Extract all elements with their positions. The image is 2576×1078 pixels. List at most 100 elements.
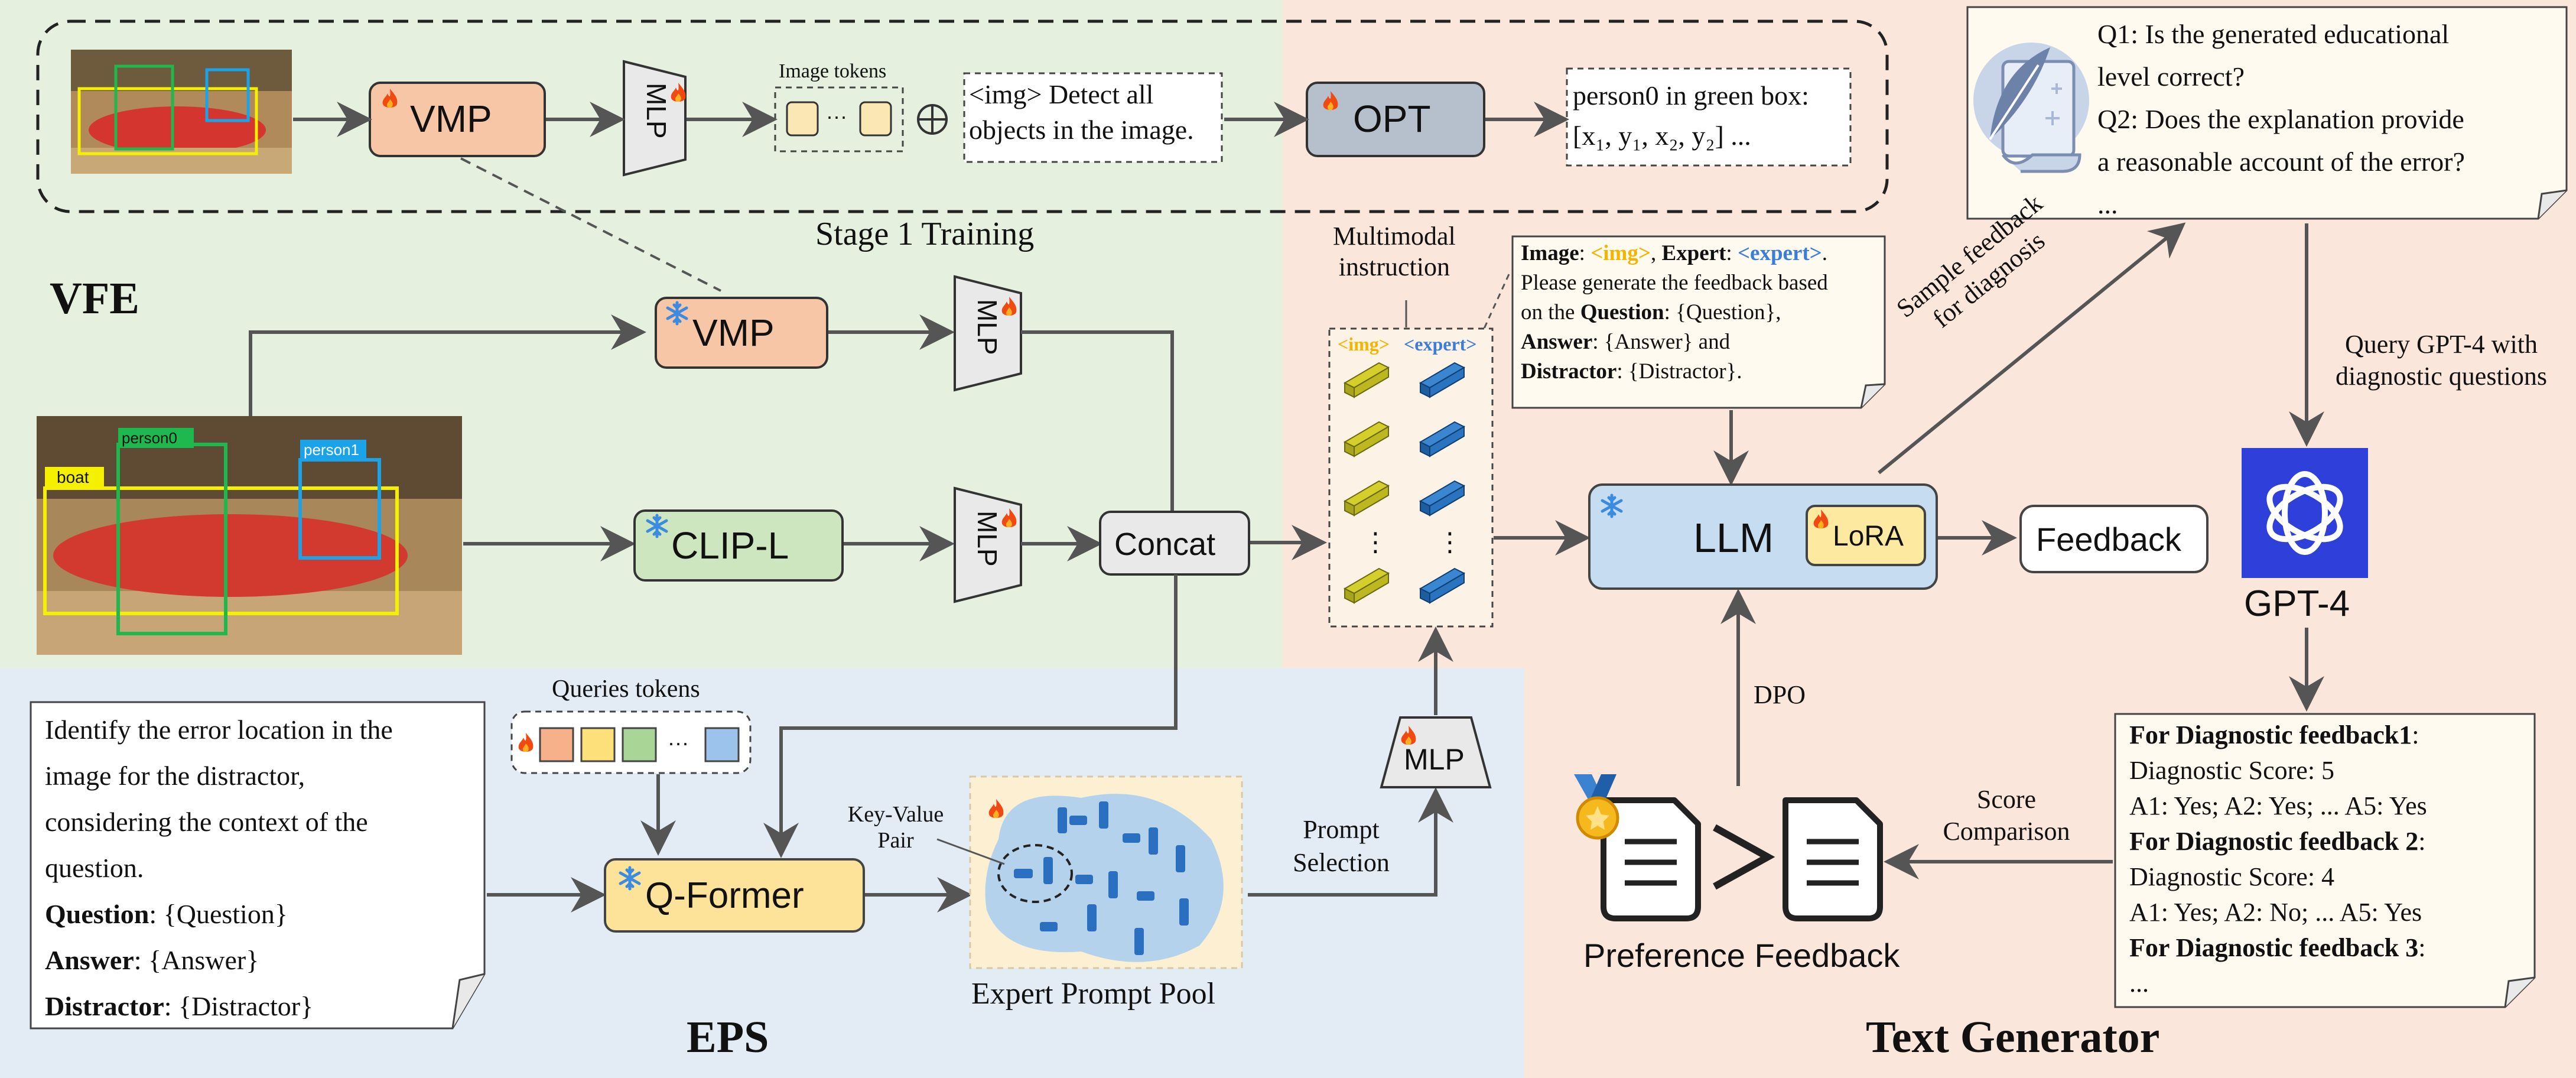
clip-box (633, 509, 844, 582)
vfe-mlp-bottom-shape (954, 486, 1022, 603)
stage1-mlp-label: MLP (641, 83, 672, 139)
inst-line4b: : {Answer} and (1592, 330, 1731, 354)
fb1-answers: A1: Yes; A2: Yes; ... A5: Yes (2129, 791, 2427, 820)
q2-line2: a reasonable account of the error? (2097, 147, 2465, 177)
inst-line5b: : {Distractor}. (1616, 359, 1742, 384)
inst-answer-key: Answer (1521, 330, 1593, 354)
lora-label: LoRA (1833, 521, 1904, 552)
image-tokens-ellipsis: ··· (826, 104, 847, 128)
inst-img-tag: <img> (1591, 241, 1651, 265)
fb3-title: For Diagnostic feedback 3 (2129, 933, 2419, 962)
q1-line2: level correct? (2097, 61, 2245, 92)
query-gpt-label: Query GPT-4 with diagnostic questions (2311, 329, 2571, 392)
score-comparison-label: Score Comparison (1906, 784, 2107, 848)
eps-distractor-val: : {Distractor} (164, 991, 314, 1021)
inst-sep4: . (1822, 241, 1828, 265)
expert-tag: <expert> (1404, 333, 1477, 355)
inst-line2: Please generate the feedback based (1521, 271, 1828, 295)
q2-line1: Q2: Does the explanation provide (2097, 104, 2464, 134)
fb2-answers: A1: Yes; A2: No; ... A5: Yes (2129, 898, 2422, 927)
inst-question-key: Question (1580, 300, 1664, 324)
vfe-vmp-label: VMP (692, 311, 775, 354)
fb2-colon: : (2418, 827, 2426, 856)
vfe-label: VFE (50, 274, 139, 323)
fb1-title: For Diagnostic feedback1 (2129, 720, 2412, 749)
medal-graphic (1574, 774, 1619, 840)
vfe-mlp-top-label: MLP (972, 299, 1003, 355)
stage1-vmp-label: VMP (410, 98, 492, 140)
eps-question-key: Question (45, 899, 149, 929)
gpt-logo-graphic (2242, 448, 2368, 578)
prompt-selection-line2: Selection (1293, 848, 1390, 877)
stage1-output-line1: person0 in green box: (1573, 80, 1809, 111)
vfe-mlp-bottom-label: MLP (972, 511, 1003, 567)
score-comparison-line1: Score (1976, 785, 2037, 814)
vfe-vmp-box (655, 297, 828, 369)
eps-answer-key: Answer (45, 945, 134, 975)
fb2-title: For Diagnostic feedback 2 (2129, 827, 2419, 856)
scroll-quill-graphic (1973, 43, 2089, 173)
eps-distractor-key: Distractor (45, 991, 164, 1021)
multimodal-label: Multimodal instruction (1333, 221, 1456, 283)
inst-line3c: : {Question}, (1664, 300, 1781, 324)
eps-input-text: Identify the error location in the image… (45, 707, 482, 1030)
key-value-label: Key-Value Pair (837, 801, 955, 853)
stage1-photo (71, 50, 292, 174)
stage1-frame (36, 20, 1889, 213)
feedback-label: Feedback (2036, 521, 2181, 558)
eps-input-line2: image for the distractor, (45, 761, 305, 791)
score-comparison-line2: Comparison (1943, 817, 2070, 846)
img-tag: <img> (1338, 333, 1390, 355)
image-tokens-label: Image tokens (779, 60, 887, 82)
qformer-label: Q-Former (645, 875, 804, 916)
eps-input-line3: considering the context of the (45, 807, 368, 837)
key-value-line2: Pair (877, 828, 914, 853)
stage1-opt-label: OPT (1353, 98, 1431, 140)
instruction-note-text: Image: <img>, Expert: <expert>. Please g… (1521, 239, 1881, 387)
inst-expert-key: Expert (1661, 241, 1726, 265)
clip-label: CLIP-L (671, 524, 789, 567)
vfe-photo (37, 416, 462, 655)
stage1-output-line2: [x₁, y₁, x₂, y₂] ... (1573, 121, 1751, 151)
multimodal-label-line1: Multimodal (1333, 222, 1456, 251)
key-value-line1: Key-Value (847, 802, 944, 827)
inst-sep1: : (1579, 241, 1591, 265)
eps-label: EPS (687, 1012, 769, 1062)
multimodal-label-line2: instruction (1338, 252, 1450, 281)
feedback-box (2019, 505, 2209, 573)
inst-distractor-key: Distractor (1521, 359, 1617, 384)
fb-more: ... (2129, 969, 2149, 998)
fb2-score: Diagnostic Score: 4 (2129, 862, 2335, 891)
bbox-label-person0: person0 (122, 429, 177, 447)
tokens-dots-expert: ⋮ (1437, 528, 1463, 557)
fb3-colon: : (2418, 933, 2426, 962)
inst-expert-tag: <expert> (1737, 241, 1822, 265)
bbox-label-person1: person1 (304, 441, 359, 459)
stage1-prompt-line2: objects in the image. (969, 115, 1194, 145)
eps-input-line1: Identify the error location in the (45, 715, 393, 745)
pool-label: Expert Prompt Pool (971, 977, 1216, 1011)
lora-box (1806, 505, 1926, 566)
queries-tokens-label: Queries tokens (552, 676, 700, 703)
stage1-label: Stage 1 Training (815, 216, 1035, 252)
concat-label: Concat (1114, 527, 1216, 562)
inst-sep3: : (1726, 241, 1738, 265)
eps-input-line4: question. (45, 853, 144, 883)
prompt-selection-line1: Prompt (1303, 815, 1380, 844)
query-line2: diagnostic questions (2335, 362, 2548, 391)
diagnostic-text: For Diagnostic feedback1: Diagnostic Sco… (2129, 717, 2531, 1001)
inst-sep2: , (1650, 241, 1662, 265)
query-line1: Query GPT-4 with (2345, 330, 2538, 359)
llm-label: LLM (1693, 515, 1774, 561)
pool-blob (985, 794, 1224, 962)
eps-mlp-label: MLP (1404, 743, 1465, 776)
preference-feedback-label: Preference Feedback (1583, 937, 1900, 974)
gpt-name: GPT-4 (2244, 583, 2350, 624)
stage1-prompt-line1: <img> Detect all (969, 79, 1154, 109)
stage1-output: person0 in green box: [x₁, y₁, x₂, y₂] .… (1573, 76, 1809, 156)
queries-ellipsis: ··· (668, 730, 689, 755)
tokens-dots-img: ⋮ (1362, 528, 1388, 557)
stage1-prompt: <img> Detect all objects in the image. (969, 77, 1194, 148)
